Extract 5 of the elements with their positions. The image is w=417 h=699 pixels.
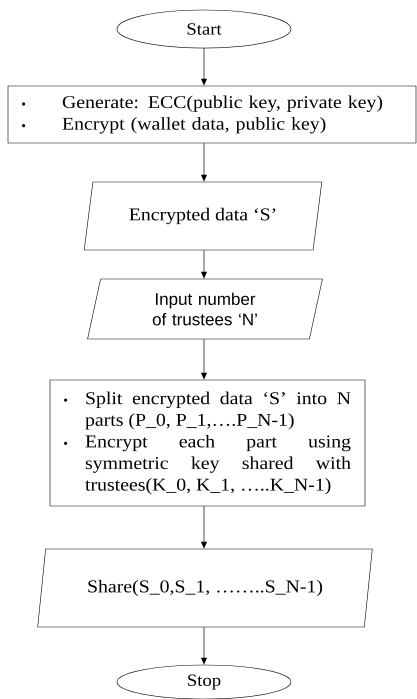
process-box: Generate: ECC(public key, private key) Encrypt (wallet data, public key) bbox=[8, 86, 416, 144]
data-parallelogram: Input number of trustees ‘N’ bbox=[87, 278, 323, 340]
process-box: Split encrypted data ‘S’ into N parts (P_0, P_1,….P_N-1) Encrypt each part using symmetric key shared with trustees(K_0, K_1, …..K_N-1) bbox=[50, 380, 366, 506]
data-parallelogram: Encrypted data ‘S’ bbox=[84, 182, 322, 250]
data-parallelogram: Share(S_0,S_1, ……..S_N-1) bbox=[37, 548, 373, 628]
